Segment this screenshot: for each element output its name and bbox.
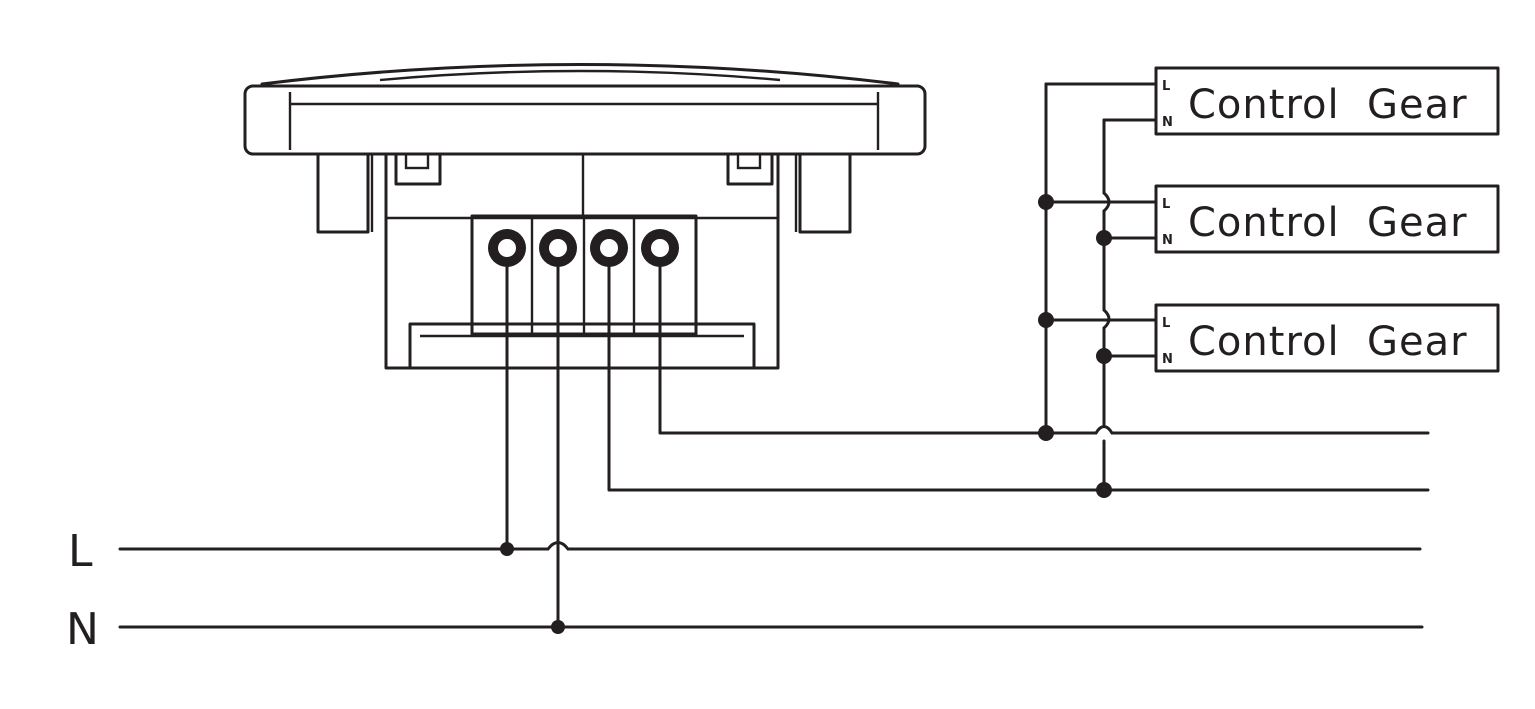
junction-dot	[1096, 348, 1112, 364]
control-gear-3: L N Control Gear	[1154, 303, 1500, 373]
pin-n-label: N	[1162, 115, 1173, 130]
terminal-screw	[539, 229, 577, 267]
terminal-screw	[641, 229, 679, 267]
terminal-screw	[590, 229, 628, 267]
control-gear-label: Control Gear	[1188, 82, 1468, 128]
junction-dot	[1096, 482, 1112, 498]
junction-dot	[551, 620, 565, 634]
control-gear-2: L N Control Gear	[1154, 184, 1500, 254]
pin-n-label: N	[1162, 233, 1173, 248]
pin-n-label: N	[1162, 352, 1173, 367]
junction-dot	[500, 542, 514, 556]
wire-control-l	[658, 264, 1098, 435]
junction-dot	[1038, 425, 1054, 441]
terminal-screw	[488, 229, 526, 267]
junction-dot	[1038, 312, 1054, 328]
pin-l-label: L	[1162, 316, 1170, 331]
sensor-device	[243, 63, 927, 370]
wire-control-n	[607, 264, 1430, 492]
pin-l-label: L	[1162, 197, 1170, 212]
control-gear-label: Control Gear	[1188, 319, 1468, 365]
junction-dot	[1096, 230, 1112, 246]
bus-label-l: L	[68, 526, 93, 577]
pin-l-label: L	[1162, 79, 1170, 94]
supply-bus-l	[118, 541, 1422, 551]
junction-dot	[1038, 194, 1054, 210]
control-gear-1: L N Control Gear	[1154, 66, 1500, 136]
control-gear-label: Control Gear	[1188, 200, 1468, 246]
bus-label-n: N	[66, 604, 99, 655]
